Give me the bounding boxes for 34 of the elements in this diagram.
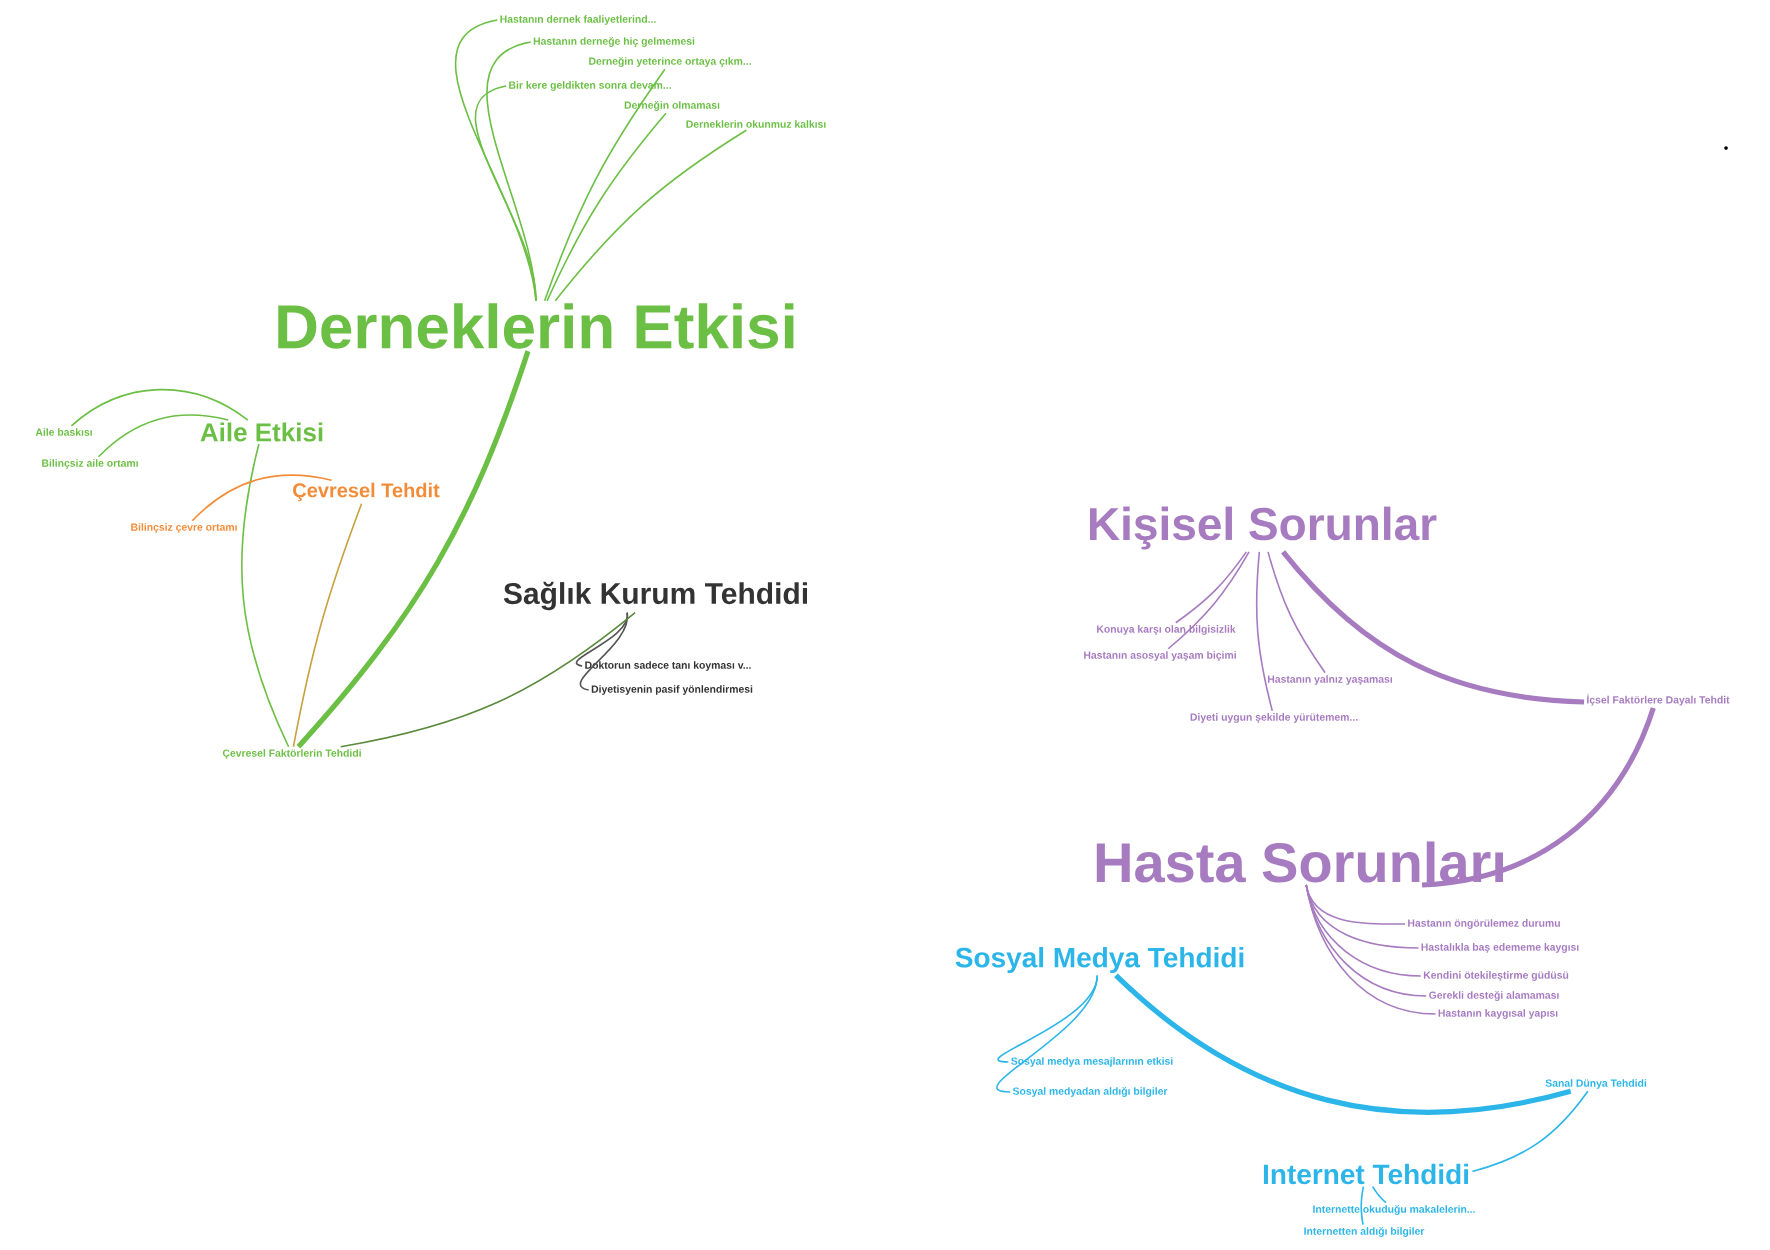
connector (70, 388, 249, 427)
connector (1305, 884, 1437, 1015)
connector (1371, 1185, 1387, 1204)
connector (1174, 551, 1248, 624)
connector (292, 502, 363, 748)
connector (339, 611, 636, 748)
topic-label: Sağlık Kurum Tehdidi (503, 581, 807, 611)
topic-label: Internet Tehdidi (1263, 1163, 1469, 1185)
connector (241, 443, 290, 748)
connector (554, 129, 748, 302)
topic-label: Sosyal Medya Tehdidi (955, 946, 1244, 974)
connector (579, 611, 629, 691)
connector (543, 68, 666, 302)
connector (996, 974, 1099, 1093)
connector (1167, 551, 1250, 650)
connector (1360, 1185, 1365, 1226)
connector (1471, 1090, 1589, 1173)
topic-label: Aile Etkisi (200, 422, 323, 442)
topic-label: Hasta Sorunları (1096, 841, 1503, 883)
connector (1267, 551, 1326, 674)
connector (575, 611, 629, 667)
connector (1114, 973, 1572, 1115)
connector (1305, 884, 1428, 997)
connector (1281, 550, 1585, 705)
connector (1421, 707, 1656, 888)
topic-label: Çevresel Tehdit (293, 482, 440, 502)
connector (191, 474, 333, 522)
topic-label: Derneklerin Etkisi (278, 303, 794, 349)
connector (97, 414, 229, 458)
connector (296, 350, 531, 749)
connector (474, 85, 537, 302)
topic-label: Kişisel Sorunlar (1089, 506, 1437, 550)
connector (1255, 551, 1274, 712)
connector (546, 112, 667, 302)
